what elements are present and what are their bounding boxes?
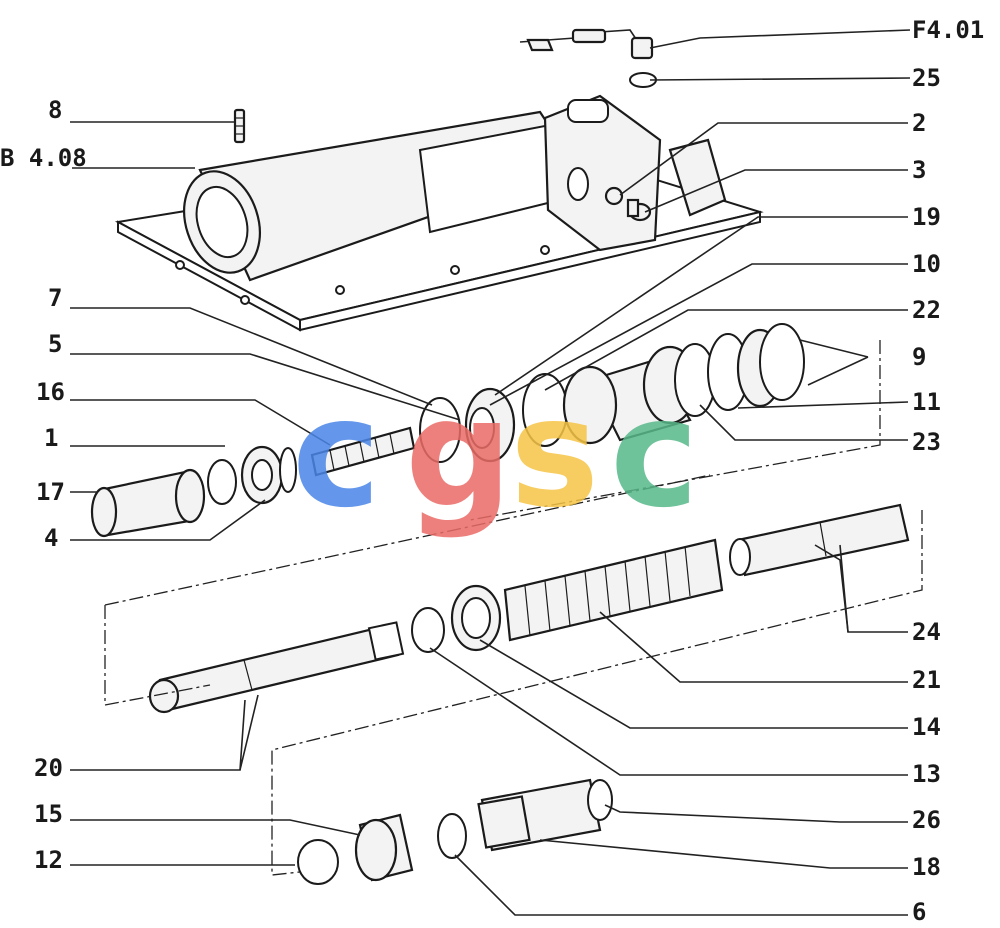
callout-B4.08: B 4.08 <box>0 144 87 172</box>
screw-3 <box>626 198 652 222</box>
watermark-letter-2: g <box>405 367 512 541</box>
pin-8 <box>233 108 246 144</box>
callout-11: 11 <box>912 388 941 416</box>
callout-5: 5 <box>48 330 62 358</box>
bushing-15 <box>354 813 414 882</box>
axis-middle <box>104 474 711 706</box>
ring-6 <box>437 813 467 859</box>
callout-25: 25 <box>912 64 941 92</box>
callout-8: 8 <box>48 96 62 124</box>
cap-17 <box>90 468 206 538</box>
plunger-18 <box>477 778 602 852</box>
callout-10: 10 <box>912 250 941 278</box>
callout-12: 12 <box>34 846 63 874</box>
callout-14: 14 <box>912 713 941 741</box>
callout-24: 24 <box>912 618 941 646</box>
threaded-rod-16 <box>310 426 416 477</box>
callout-4: 4 <box>44 524 58 552</box>
callout-9: 9 <box>912 343 926 371</box>
callout-1: 1 <box>44 424 58 452</box>
sensor-f401 <box>519 28 654 60</box>
callout-13: 13 <box>912 760 941 788</box>
callout-F4.01: F4.01 <box>912 16 984 44</box>
seal-9 <box>736 323 805 408</box>
cup-14 <box>450 584 502 652</box>
callout-23: 23 <box>912 428 941 456</box>
callout-15: 15 <box>34 800 63 828</box>
ring-12 <box>297 839 339 885</box>
callout-18: 18 <box>912 853 941 881</box>
ring-26 <box>587 779 613 821</box>
callout-labels: F4.01 25 8 2 B 4.08 3 19 10 7 22 5 9 16 … <box>0 16 984 926</box>
spring-21 <box>503 538 724 642</box>
callout-3: 3 <box>912 156 926 184</box>
shaft-20 <box>148 621 405 714</box>
ring-13 <box>411 607 445 653</box>
callout-6: 6 <box>912 898 926 926</box>
callout-22: 22 <box>912 296 941 324</box>
callout-21: 21 <box>912 666 941 694</box>
callout-2: 2 <box>912 109 926 137</box>
callout-16: 16 <box>36 378 65 406</box>
callout-26: 26 <box>912 806 941 834</box>
axis-lower <box>271 510 923 876</box>
callout-17: 17 <box>36 478 65 506</box>
ring-4b <box>279 447 297 493</box>
axis-upper <box>469 340 881 521</box>
watermark-letter-1: c <box>292 367 381 541</box>
snap-ring-7 <box>419 397 461 463</box>
callout-7: 7 <box>48 284 62 312</box>
watermark-letter-4: c <box>610 367 699 541</box>
housing-cover <box>114 94 764 332</box>
plug-2 <box>604 186 624 206</box>
washer-1 <box>207 459 237 505</box>
callout-19: 19 <box>912 203 941 231</box>
spacer-10 <box>464 387 516 463</box>
leader-lines <box>70 29 911 916</box>
watermark-logo: c g s c <box>292 367 699 541</box>
sleeve-24 <box>729 503 910 577</box>
watermark-letter-3: s <box>510 367 599 541</box>
callout-20: 20 <box>34 754 63 782</box>
nut-4 <box>240 445 284 505</box>
